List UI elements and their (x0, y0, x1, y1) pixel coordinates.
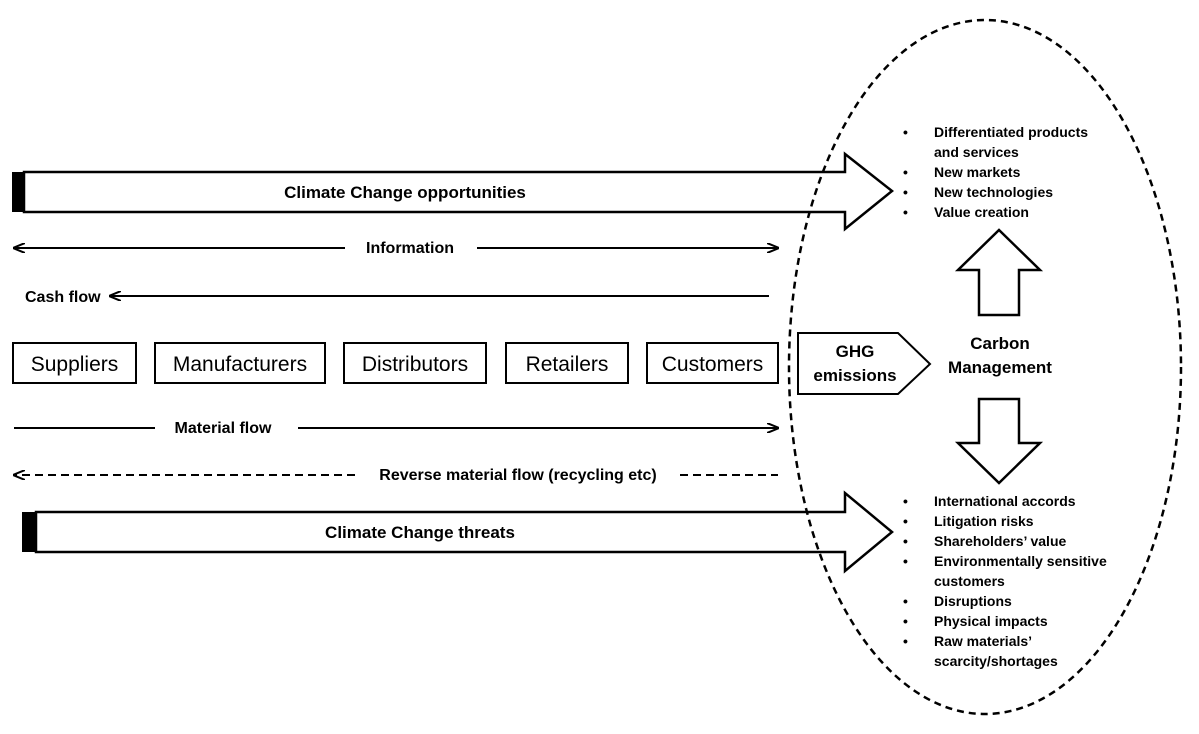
ghg-emissions-shape (797, 332, 932, 395)
opportunities-arrow-body (22, 151, 895, 232)
list-bullet: • (903, 553, 908, 569)
list-bullet: • (903, 164, 908, 180)
threat-item: scarcity/shortages (934, 653, 1058, 669)
threat-item: Physical impacts (934, 613, 1048, 629)
opportunity-item: Value creation (934, 204, 1029, 220)
opportunities-list: • Differentiated products and services •… (903, 124, 1088, 220)
threat-item: Environmentally sensitive (934, 553, 1107, 569)
ghg-label-line2: emissions (813, 366, 896, 385)
information-label: Information (366, 240, 454, 257)
threats-arrow-tail-bar (22, 512, 36, 552)
supply-chain: Suppliers Manufacturers Distributors Ret… (12, 342, 779, 384)
cash-flow: Cash flow (25, 289, 769, 306)
opportunity-item: New technologies (934, 184, 1053, 200)
threat-item: customers (934, 573, 1005, 589)
threats-arrow: Climate Change threats (22, 490, 894, 574)
list-bullet: • (903, 513, 908, 529)
threat-item: International accords (934, 493, 1076, 509)
material-flow-label: Material flow (175, 420, 272, 437)
threat-item: Litigation risks (934, 513, 1034, 529)
down-arrow-icon (954, 397, 1044, 485)
suppliers-box (12, 342, 137, 384)
distributors-box (343, 342, 487, 384)
reverse-material-flow: Reverse material flow (recycling etc) (14, 467, 778, 484)
list-bullet: • (903, 533, 908, 549)
up-arrow-icon (954, 228, 1044, 317)
manufacturers-box (154, 342, 326, 384)
opportunity-item: and services (934, 144, 1019, 160)
list-bullet: • (903, 633, 908, 649)
threat-item: Raw materials’ (934, 633, 1032, 649)
customers-box (646, 342, 779, 384)
list-bullet: • (903, 493, 908, 509)
cash-flow-label: Cash flow (25, 289, 101, 306)
reverse-flow-label: Reverse material flow (recycling etc) (379, 467, 656, 484)
distributors-label: Distributors (362, 353, 468, 376)
carbon-management-line2: Management (948, 358, 1052, 377)
opportunity-item: New markets (934, 164, 1021, 180)
list-bullet: • (903, 613, 908, 629)
list-bullet: • (903, 593, 908, 609)
information-flow: Information (14, 240, 778, 257)
carbon-management-line1: Carbon (970, 334, 1030, 353)
manufacturers-label: Manufacturers (173, 353, 307, 376)
material-flow: Material flow (14, 420, 778, 437)
list-bullet: • (903, 184, 908, 200)
threats-arrow-body (34, 490, 894, 574)
threat-item: Shareholders’ value (934, 533, 1066, 549)
retailers-box (505, 342, 629, 384)
suppliers-label: Suppliers (31, 353, 119, 376)
ghg-emissions: GHG emissions (797, 332, 932, 395)
list-bullet: • (903, 124, 908, 140)
opportunities-arrow-label: Climate Change opportunities (284, 183, 526, 202)
opportunities-arrow: Climate Change opportunities (12, 151, 895, 232)
retailers-label: Retailers (526, 353, 609, 376)
customers-label: Customers (662, 353, 764, 376)
carbon-management-boundary (787, 18, 1183, 716)
opportunity-item: Differentiated products (934, 124, 1088, 140)
list-bullet: • (903, 204, 908, 220)
threat-item: Disruptions (934, 593, 1012, 609)
opportunities-arrow-tail-bar (12, 172, 24, 212)
threats-arrow-label: Climate Change threats (325, 523, 515, 542)
ghg-label-line1: GHG (836, 342, 875, 361)
threats-list: • International accords • Litigation ris… (903, 493, 1107, 669)
